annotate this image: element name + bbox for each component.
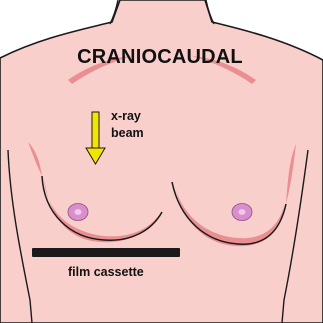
- beam-label-line2: beam: [111, 126, 144, 140]
- beam-label-line1: x-ray: [111, 109, 141, 123]
- cassette-label: film cassette: [68, 265, 144, 279]
- areola-right: [232, 204, 252, 221]
- view-title: CRANIOCAUDAL: [77, 46, 243, 68]
- areola-left: [68, 204, 88, 221]
- film-cassette-bar: [32, 248, 180, 257]
